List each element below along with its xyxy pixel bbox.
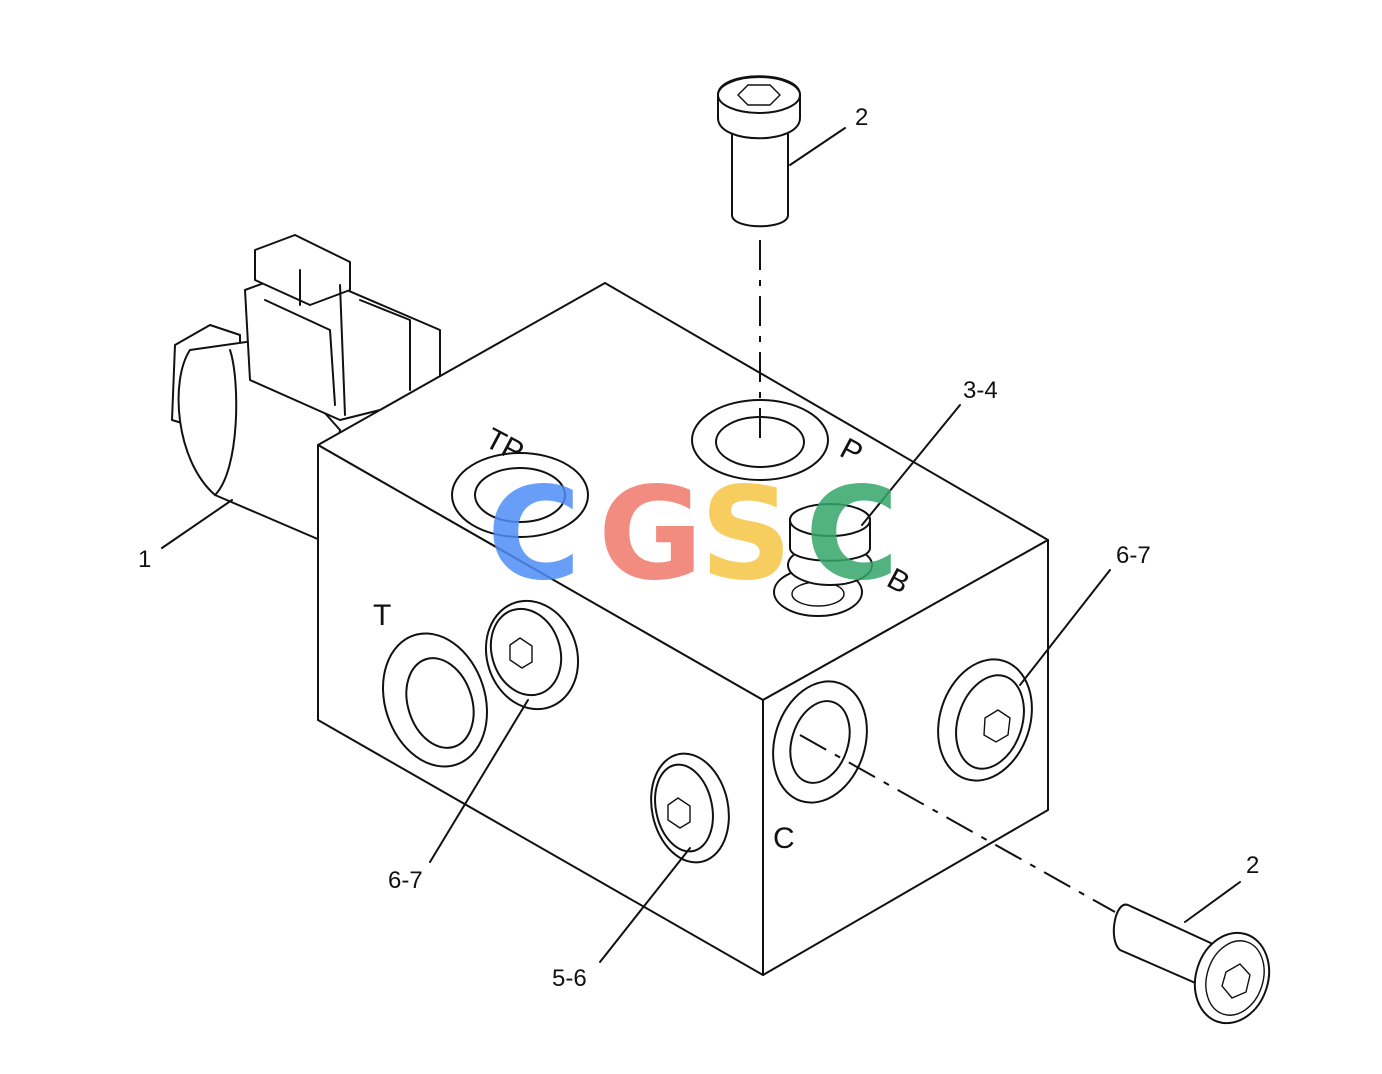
port-c [772, 680, 868, 804]
callout-3-4: 3-4 [963, 377, 998, 404]
watermark-letter: C [487, 460, 581, 609]
callout-5-6: 5-6 [552, 965, 587, 992]
port-t [382, 632, 488, 768]
watermark-letter: S [700, 460, 792, 609]
bolt-top [717, 75, 801, 228]
valve-block [317, 282, 1049, 976]
watermark-letter: G [598, 460, 703, 609]
leader-lines [161, 127, 1241, 963]
port-b-plug [773, 503, 873, 617]
watermark-letter: C [805, 460, 899, 609]
solenoid-assembly [171, 234, 441, 541]
watermark: C G S C [487, 460, 899, 609]
plug-right [937, 658, 1033, 782]
centerline-right [799, 734, 1116, 913]
port-label-c: C [773, 822, 795, 855]
bolt-bottom [1112, 903, 1271, 1025]
port-label-t: T [373, 599, 391, 632]
port-p [691, 399, 829, 481]
callout-2-top: 2 [855, 104, 868, 131]
callout-1: 1 [138, 546, 151, 573]
port-tp [451, 452, 589, 538]
plug-front-upper [484, 599, 580, 711]
plug-front-lower [650, 752, 730, 864]
callout-6-7-right: 6-7 [1116, 542, 1151, 569]
callout-6-7-left: 6-7 [388, 867, 423, 894]
callout-2-bottom: 2 [1246, 852, 1259, 879]
